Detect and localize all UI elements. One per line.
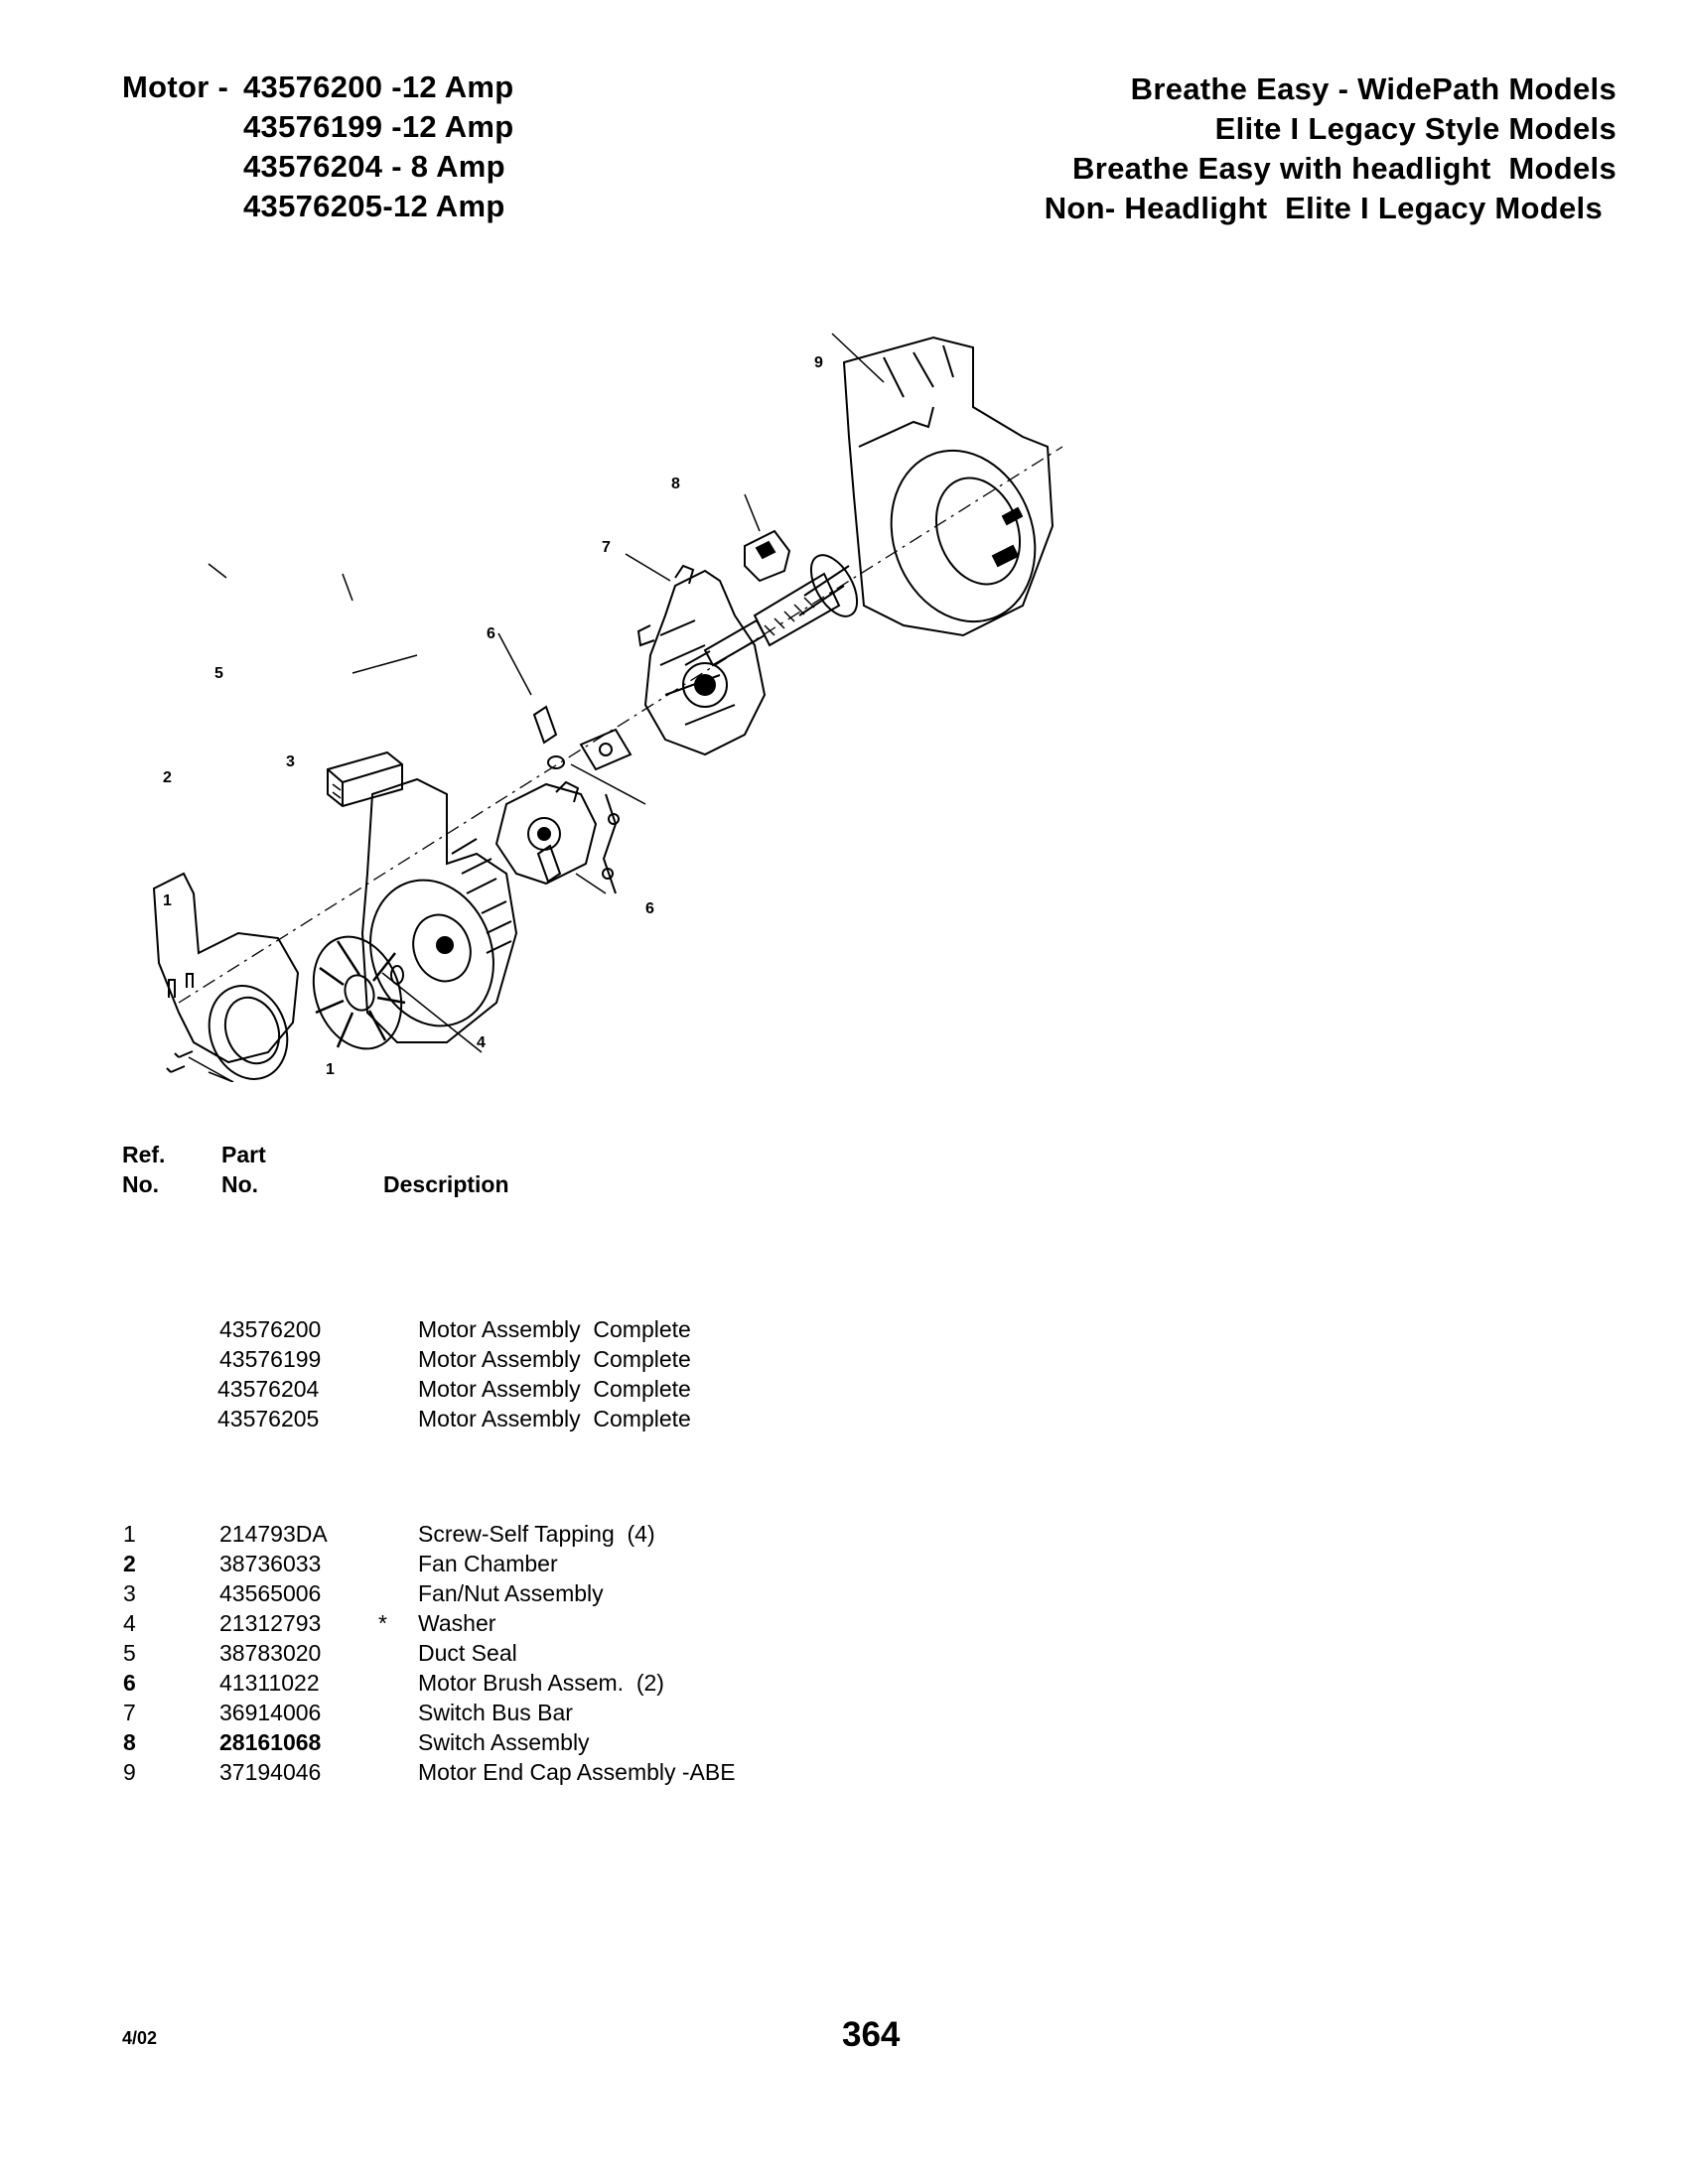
model-series-list: Breathe Easy - WidePath Models Elite I L…: [1045, 69, 1617, 228]
list-item: 43576199 Motor Assembly Complete: [0, 1344, 1688, 1374]
motor-model-3: 43576204 - 8 Amp: [243, 149, 505, 184]
callout-7: 7: [602, 539, 611, 556]
table-row: 4 21312793 * Washer: [0, 1608, 1688, 1638]
parts-list: 1 214793DA Screw-Self Tapping (4) 2 3873…: [0, 1519, 1688, 1787]
part-number: 38783020: [219, 1640, 322, 1666]
callout-6-bottom: 6: [645, 900, 654, 917]
fan-impeller: [312, 935, 406, 1050]
washer: [390, 965, 404, 985]
table-row: 7 36914006 Switch Bus Bar: [0, 1698, 1688, 1727]
part-number: 43576205: [217, 1406, 320, 1432]
part-number: 43576200: [219, 1316, 322, 1342]
table-row: 3 43565006 Fan/Nut Assembly: [0, 1578, 1688, 1608]
table-row: 2 38736033 Fan Chamber: [0, 1549, 1688, 1578]
ref-number: 4: [123, 1610, 136, 1636]
part-number: 37194046: [219, 1759, 322, 1785]
ref-number: 9: [123, 1759, 136, 1785]
callout-8: 8: [671, 476, 680, 492]
part-description: Fan Chamber: [418, 1551, 558, 1576]
brush-plate: [547, 728, 633, 771]
table-row: 5 38783020 Duct Seal: [0, 1638, 1688, 1668]
callout-5: 5: [214, 665, 223, 682]
ref-no-header: Ref. No.: [122, 1142, 166, 1197]
part-no-header: Part No.: [221, 1142, 266, 1197]
armature: [684, 554, 859, 667]
ref-number: 2: [123, 1551, 136, 1576]
list-item: 43576204 Motor Assembly Complete: [0, 1374, 1688, 1404]
motor-model-list: Motor - 43576200 -12 Amp 43576199 -12 Am…: [122, 68, 514, 226]
ref-number: 5: [123, 1640, 136, 1666]
motor-frame-bus-bar: [636, 564, 767, 756]
part-number: 214793DA: [219, 1521, 328, 1547]
part-number: 41311022: [219, 1670, 320, 1696]
assembly-list: 43576200 Motor Assembly Complete 4357619…: [0, 1314, 1688, 1433]
part-description: Fan/Nut Assembly: [418, 1580, 604, 1606]
revision-date: 4/02: [122, 2028, 158, 2048]
part-number: 38736033: [219, 1551, 322, 1576]
callout-6-top: 6: [487, 625, 495, 642]
callout-2: 2: [163, 769, 172, 786]
end-cap-assembly: [842, 336, 1055, 637]
ref-number: 7: [123, 1700, 136, 1725]
callout-4: 4: [477, 1034, 486, 1051]
motor-brush-upper: [532, 705, 558, 745]
page-number: 364: [842, 2015, 901, 2054]
table-row: 6 41311022 Motor Brush Assem. (2): [0, 1668, 1688, 1698]
ref-number: 8: [123, 1729, 136, 1755]
switch-assembly: [744, 529, 791, 583]
model-series-3: Breathe Easy with headlight Models: [1072, 151, 1617, 186]
part-number: 43576199: [219, 1346, 322, 1372]
motor-model-4: 43576205-12 Amp: [243, 189, 505, 223]
bearing-bracket: [494, 780, 598, 886]
part-description: Motor Assembly Complete: [418, 1346, 691, 1372]
part-number: 43565006: [219, 1580, 322, 1606]
model-series-4: Non- Headlight Elite I Legacy Models: [1044, 191, 1603, 225]
part-description: Switch Bus Bar: [418, 1700, 573, 1725]
callout-9: 9: [814, 354, 823, 371]
part-description: Duct Seal: [418, 1640, 517, 1666]
exploded-motor-diagram: 1 1 2 3 4 5 6 6 7 8 9: [152, 333, 1063, 1082]
model-series-1: Breathe Easy - WidePath Models: [1130, 71, 1617, 106]
motor-housing: [360, 777, 518, 1043]
part-description: Motor Assembly Complete: [418, 1316, 691, 1342]
ref-number: 6: [123, 1670, 136, 1696]
part-description: Washer: [418, 1610, 496, 1636]
part-description: Screw-Self Tapping (4): [418, 1521, 655, 1547]
fan-chamber: [152, 872, 300, 1080]
screws: [166, 973, 194, 1073]
callout-1-top: 1: [163, 892, 172, 909]
motor-model-2: 43576199 -12 Amp: [243, 109, 514, 144]
list-item: 43576205 Motor Assembly Complete: [0, 1404, 1688, 1433]
motor-prefix: Motor -: [122, 69, 238, 104]
motor-brush-lower: [536, 844, 562, 884]
model-series-2: Elite I Legacy Style Models: [1214, 111, 1617, 146]
part-number: 36914006: [219, 1700, 322, 1725]
callout-3: 3: [286, 753, 295, 770]
table-row: 9 37194046 Motor End Cap Assembly -ABE: [0, 1757, 1688, 1787]
part-description: Switch Assembly: [418, 1729, 590, 1755]
motor-model-1: 43576200 -12 Amp: [243, 69, 514, 104]
ref-number: 1: [123, 1521, 136, 1547]
table-row: 8 28161068 Switch Assembly: [0, 1727, 1688, 1757]
part-note-mark: *: [378, 1610, 387, 1636]
part-number: 43576204: [217, 1376, 320, 1402]
table-row: 1 214793DA Screw-Self Tapping (4): [0, 1519, 1688, 1549]
brush-spring: [602, 793, 620, 894]
duct-seal: [327, 751, 403, 808]
part-number: 28161068: [219, 1729, 322, 1755]
list-item: 43576200 Motor Assembly Complete: [0, 1314, 1688, 1344]
description-header: Description: [383, 1171, 509, 1197]
part-description: Motor End Cap Assembly -ABE: [418, 1759, 736, 1785]
part-description: Motor Assembly Complete: [418, 1376, 691, 1402]
part-description: Motor Assembly Complete: [418, 1406, 691, 1432]
part-number: 21312793: [219, 1610, 322, 1636]
ref-number: 3: [123, 1580, 136, 1606]
part-description: Motor Brush Assem. (2): [418, 1670, 664, 1696]
callout-1-bottom: 1: [326, 1061, 335, 1078]
